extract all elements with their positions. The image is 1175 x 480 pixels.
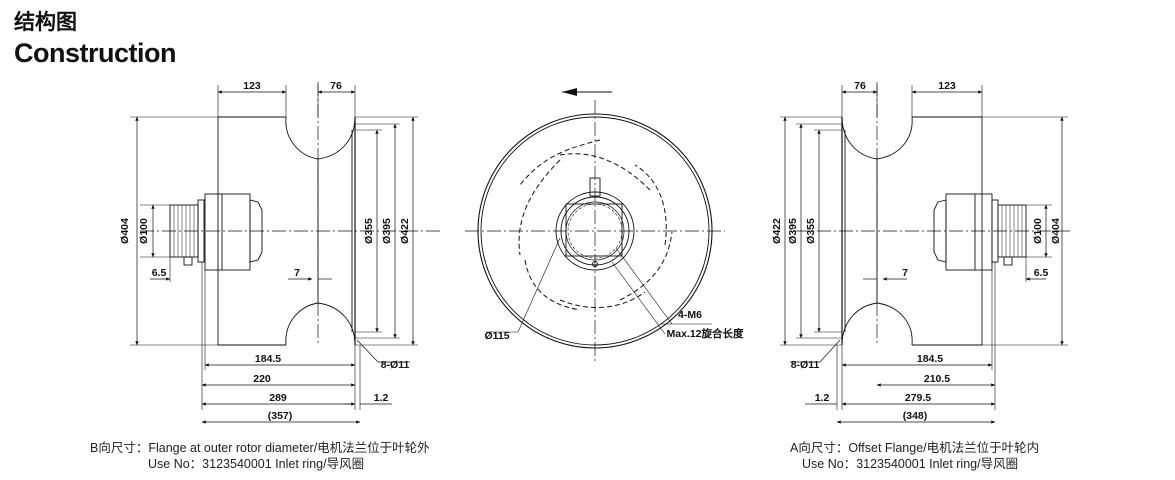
- dim-right-279-5: 279.5: [905, 392, 931, 404]
- dim-center-115: Ø115: [484, 330, 509, 342]
- right-caption-line1: A向尺寸：Offset Flange/电机法兰位于叶轮内: [790, 441, 1040, 455]
- dim-right-7: 7: [902, 267, 908, 279]
- dim-right-210-5: 210.5: [924, 373, 950, 385]
- dim-right-184-5: 184.5: [917, 353, 943, 365]
- dim-right-395: Ø395: [787, 218, 799, 244]
- title-cn: 结构图: [14, 11, 77, 34]
- dim-left-289: 289: [269, 392, 287, 404]
- dim-right-355: Ø355: [805, 218, 817, 244]
- dim-left-8-11: 8-Ø11: [381, 359, 410, 371]
- left-caption-line2: Use No：3123540001 Inlet ring/导风圈: [148, 457, 365, 471]
- dim-left-422: Ø422: [399, 218, 411, 244]
- dim-left-395: Ø395: [381, 218, 393, 244]
- dim-left-100: Ø100: [138, 218, 150, 244]
- dim-right-123: 123: [938, 80, 956, 92]
- dim-left-404: Ø404: [119, 218, 131, 244]
- center-view: [465, 88, 725, 362]
- center-view-labels: Ø115 4-M6 Max.12旋合长度: [484, 309, 744, 342]
- dim-right-6-5: 6.5: [1034, 267, 1049, 279]
- dim-right-100: Ø100: [1032, 218, 1044, 244]
- left-caption-line1: B向尺寸：Flange at outer rotor diameter/电机法兰…: [90, 441, 430, 455]
- dim-left-357: (357): [268, 410, 293, 422]
- dim-right-404: Ø404: [1050, 218, 1062, 244]
- dim-right-1-2: 1.2: [815, 392, 830, 404]
- dim-right-348: (348): [903, 410, 928, 422]
- left-view-labels: 123 76 Ø404 Ø100 Ø355 Ø395 Ø422 6.5 7 18…: [119, 80, 411, 422]
- dim-left-184-5: 184.5: [255, 353, 281, 365]
- left-view: [130, 82, 440, 424]
- dim-left-123: 123: [243, 80, 261, 92]
- dim-left-6-5: 6.5: [152, 267, 167, 279]
- dim-left-76: 76: [330, 80, 342, 92]
- dim-right-8-11: 8-Ø11: [791, 359, 820, 371]
- label-4-m6: 4-M6: [678, 309, 702, 321]
- dim-left-355: Ø355: [363, 218, 375, 244]
- right-caption-line2: Use No：3123540001 Inlet ring/导风圈: [802, 457, 1019, 471]
- dim-left-220: 220: [253, 373, 271, 385]
- dim-left-1-2: 1.2: [374, 392, 389, 404]
- dim-right-422: Ø422: [771, 218, 783, 244]
- label-max12: Max.12旋合长度: [666, 327, 744, 340]
- right-view-labels: 76 123 Ø422 Ø395 Ø355 Ø100 Ø404 7 6.5 8-…: [771, 80, 1062, 422]
- right-view: [780, 82, 1070, 424]
- dim-left-7: 7: [294, 267, 300, 279]
- dim-right-76: 76: [854, 80, 866, 92]
- title-en: Construction: [14, 38, 177, 68]
